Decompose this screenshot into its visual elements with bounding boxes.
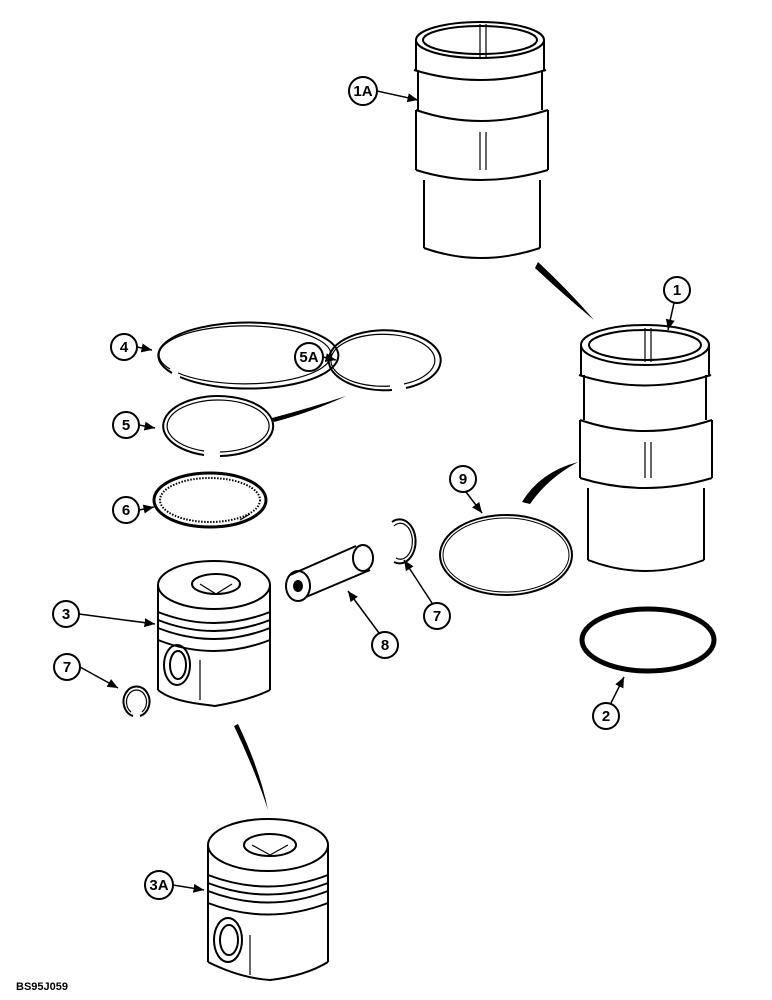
piston-ring-5 <box>162 395 275 457</box>
cylinder-sleeve-1 <box>578 324 713 572</box>
callout-1-label: 1 <box>673 282 681 299</box>
callout-4: 4 <box>110 333 153 361</box>
transition-arrow-1a-1 <box>535 262 594 320</box>
transition-arrow-3-3a <box>234 724 268 810</box>
callout-1a: 1A <box>348 76 419 106</box>
snap-ring-7-right <box>391 518 417 565</box>
piston-ring-5a <box>327 329 442 392</box>
callout-5-label: 5 <box>122 417 130 434</box>
figure-code: BS95J059 <box>16 981 68 993</box>
callout-4-label: 4 <box>120 339 129 356</box>
cylinder-sleeve-1a <box>413 21 549 259</box>
callout-3a: 3A <box>144 870 205 900</box>
callout-1a-label: 1A <box>353 83 372 100</box>
callout-5a-label: 5A <box>299 349 318 366</box>
callout-6: 6 <box>112 496 155 524</box>
callout-7-left-label: 7 <box>63 659 71 676</box>
callout-5: 5 <box>112 411 156 439</box>
callout-7-left: 7 <box>53 653 119 689</box>
piston-3a <box>207 818 329 982</box>
callout-1: 1 <box>663 276 691 331</box>
snap-ring-7-left <box>122 685 151 717</box>
callout-7-right: 7 <box>403 559 451 630</box>
callout-9-label: 9 <box>459 471 467 488</box>
piston-3 <box>157 560 271 708</box>
piston-ring-4 <box>157 321 340 390</box>
callout-7-right-label: 7 <box>433 608 441 625</box>
transition-arrow-5-5a <box>272 396 346 422</box>
callout-3a-label: 3A <box>149 877 168 894</box>
callout-3: 3 <box>52 600 156 628</box>
callout-5a: 5A <box>294 342 337 372</box>
transition-arrow-9-1 <box>522 462 578 504</box>
callout-2: 2 <box>592 676 625 730</box>
callout-8: 8 <box>347 590 399 659</box>
callout-6-label: 6 <box>122 502 130 519</box>
callout-9: 9 <box>449 465 483 514</box>
piston-pin-8 <box>285 544 374 602</box>
o-ring-2 <box>579 606 717 674</box>
callout-3-label: 3 <box>62 606 70 623</box>
callout-8-label: 8 <box>381 637 389 654</box>
oil-ring-6 <box>152 471 268 529</box>
o-ring-9 <box>439 514 573 596</box>
callout-2-label: 2 <box>602 708 610 725</box>
